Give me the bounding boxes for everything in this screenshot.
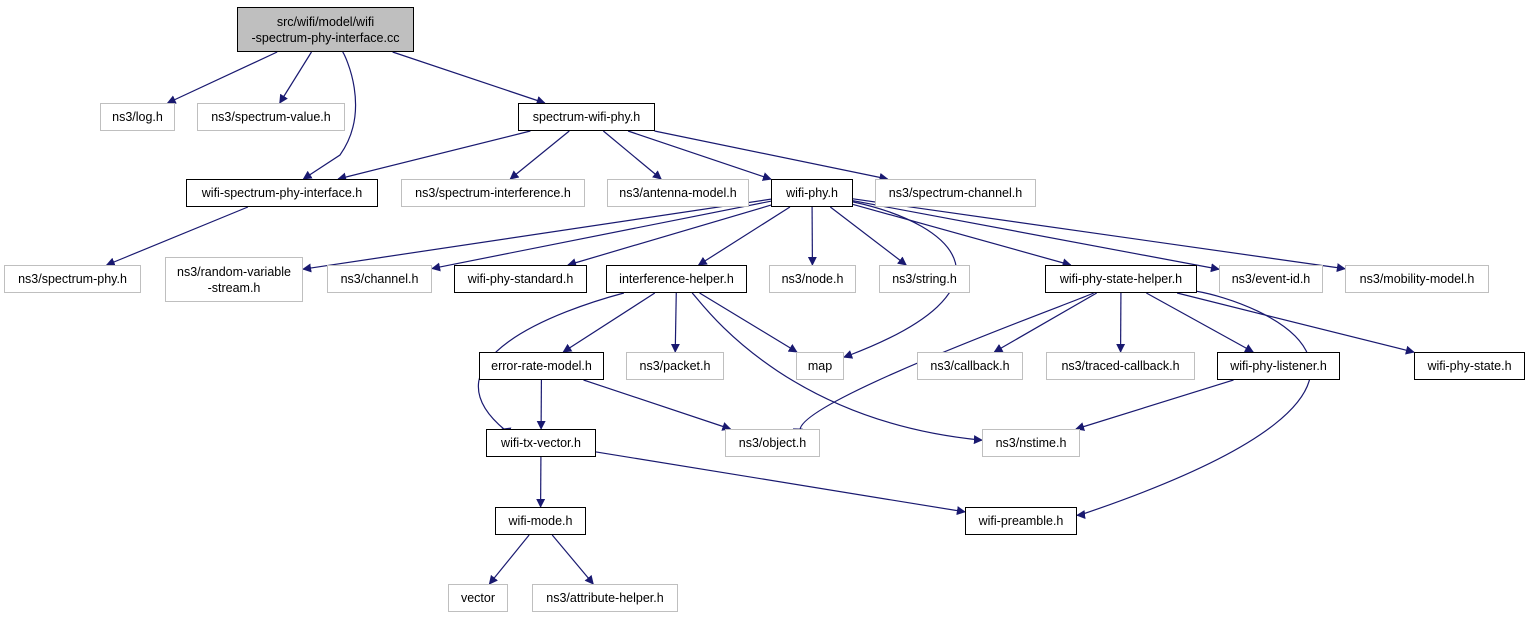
edge-interference-helper-to-nstime — [691, 292, 983, 445]
node-wifi-phy-listener-h[interactable]: wifi-phy-listener.h — [1217, 352, 1340, 380]
node-traced-callback-h: ns3/traced-callback.h — [1046, 352, 1195, 380]
edge-root-to-spectrum-wifi-phy — [392, 51, 546, 105]
edge-wifi-tx-vector-to-wifi-preamble — [595, 451, 966, 516]
edge-spectrum-wifi-phy-to-spectrum-interference — [509, 130, 570, 180]
node-object-h: ns3/object.h — [725, 429, 820, 457]
node-vector: vector — [448, 584, 508, 612]
node-spectrum-phy-h: ns3/spectrum-phy.h — [4, 265, 141, 293]
node-wifi-spectrum-phy-interface-h[interactable]: wifi-spectrum-phy-interface.h — [186, 179, 378, 207]
edge-wifi-phy-to-string — [829, 206, 907, 266]
node-event-id-h: ns3/event-id.h — [1219, 265, 1323, 293]
edge-wifi-phy-state-helper-to-wifi-phy-state — [1176, 292, 1415, 355]
edge-wifi-phy-to-random-variable-stream — [302, 198, 772, 273]
edge-wifi-phy-to-mobility-model — [852, 198, 1346, 273]
edge-interference-helper-to-packet — [670, 292, 680, 353]
edge-error-rate-model-to-object — [583, 379, 732, 431]
edge-wifi-mode-to-vector — [488, 534, 530, 585]
node-wifi-preamble-h[interactable]: wifi-preamble.h — [965, 507, 1077, 535]
edge-wifi-phy-listener-to-nstime — [1075, 379, 1234, 431]
node-spectrum-value-h: ns3/spectrum-value.h — [197, 103, 345, 131]
node-wifi-phy-standard-h[interactable]: wifi-phy-standard.h — [454, 265, 587, 293]
node-wifi-mode-h[interactable]: wifi-mode.h — [495, 507, 586, 535]
edge-wifi-phy-to-wifi-phy-standard — [567, 204, 772, 268]
edge-root-to-spectrum-value — [279, 51, 312, 104]
node-spectrum-channel-h: ns3/spectrum-channel.h — [875, 179, 1036, 207]
node-string-h: ns3/string.h — [879, 265, 970, 293]
edge-interference-helper-to-map — [699, 292, 798, 353]
node-nstime-h: ns3/nstime.h — [982, 429, 1080, 457]
node-node-h: ns3/node.h — [769, 265, 856, 293]
node-antenna-model-h: ns3/antenna-model.h — [607, 179, 749, 207]
node-map: map — [796, 352, 844, 380]
edge-interference-helper-to-error-rate-model — [562, 292, 656, 353]
edge-spectrum-wifi-phy-to-wifi-phy — [627, 130, 772, 181]
edge-wifi-phy-state-helper-to-callback — [993, 292, 1097, 353]
edge-root-to-log — [166, 51, 278, 104]
edge-wifi-phy-to-interference-helper — [697, 206, 791, 266]
edge-wifi-phy-state-helper-to-wifi-preamble — [1076, 290, 1312, 519]
node-packet-h: ns3/packet.h — [626, 352, 724, 380]
node-wifi-phy-h[interactable]: wifi-phy.h — [771, 179, 853, 207]
node-spectrum-interference-h: ns3/spectrum-interference.h — [401, 179, 585, 207]
node-random-variable-stream-h: ns3/random-variable -stream.h — [165, 257, 303, 302]
edge-spectrum-wifi-phy-to-spectrum-channel — [654, 130, 889, 182]
node-root-source-file[interactable]: src/wifi/model/wifi -spectrum-phy-interf… — [237, 7, 414, 52]
node-channel-h: ns3/channel.h — [327, 265, 432, 293]
edge-root-to-wifi-spectrum-phy-interface — [302, 51, 357, 180]
node-wifi-tx-vector-h[interactable]: wifi-tx-vector.h — [486, 429, 596, 457]
node-attribute-helper-h: ns3/attribute-helper.h — [532, 584, 678, 612]
edge-wifi-phy-to-channel — [431, 200, 772, 272]
node-wifi-phy-state-helper-h[interactable]: wifi-phy-state-helper.h — [1045, 265, 1197, 293]
edge-wifi-phy-state-helper-to-wifi-phy-listener — [1146, 292, 1254, 353]
edge-interference-helper-to-wifi-tx-vector — [477, 292, 625, 436]
edge-wifi-mode-to-attribute-helper — [551, 534, 594, 585]
node-spectrum-wifi-phy-h[interactable]: spectrum-wifi-phy.h — [518, 103, 655, 131]
node-wifi-phy-state-h[interactable]: wifi-phy-state.h — [1414, 352, 1525, 380]
node-interference-helper-h[interactable]: interference-helper.h — [606, 265, 747, 293]
edge-wifi-spectrum-phy-interface-to-spectrum-phy — [105, 206, 249, 267]
edge-spectrum-wifi-phy-to-antenna-model — [602, 130, 662, 180]
edge-spectrum-wifi-phy-to-wifi-spectrum-phy-interface — [337, 130, 531, 182]
node-error-rate-model-h[interactable]: error-rate-model.h — [479, 352, 604, 380]
node-callback-h: ns3/callback.h — [917, 352, 1023, 380]
edge-wifi-phy-to-event-id — [852, 200, 1220, 273]
edge-wifi-phy-to-wifi-phy-state-helper — [852, 203, 1072, 268]
node-log-h: ns3/log.h — [100, 103, 175, 131]
node-mobility-model-h: ns3/mobility-model.h — [1345, 265, 1489, 293]
